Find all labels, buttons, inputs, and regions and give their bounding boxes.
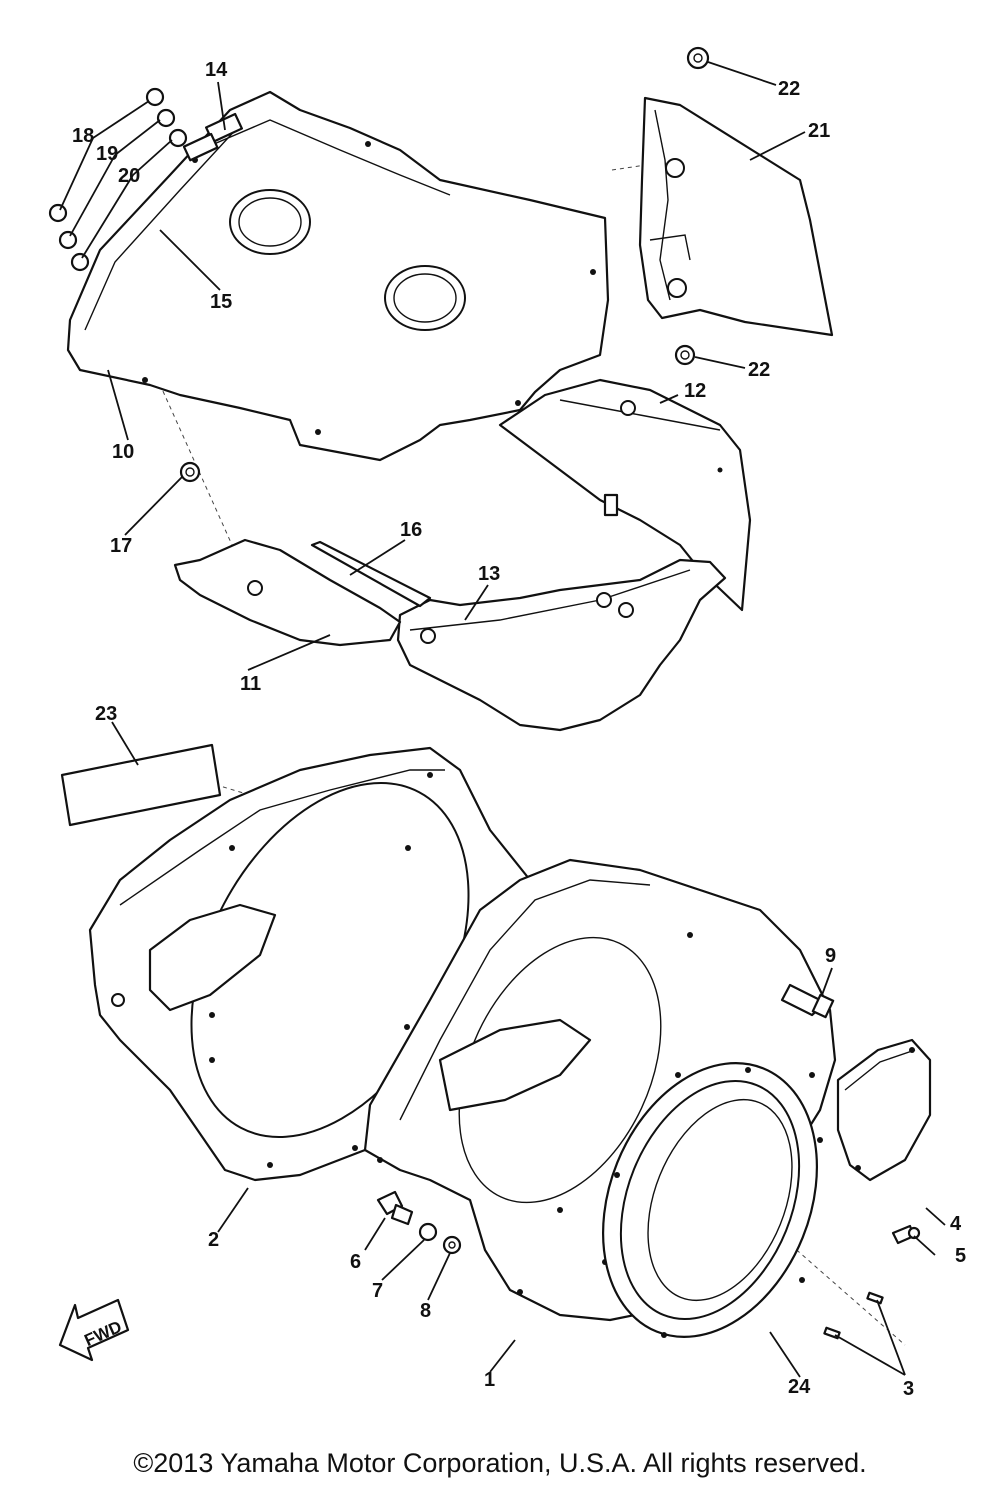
callout-21: 21 — [808, 120, 830, 142]
nut-22-bottom — [674, 344, 696, 366]
lower-seal-strip — [173, 538, 402, 647]
callout-1: 1 — [484, 1369, 495, 1391]
upper-shroud-cover — [66, 90, 610, 462]
washer-19 — [58, 108, 176, 250]
callout-labels: 1 2 3 4 5 6 7 8 9 10 11 12 13 14 15 16 1… — [72, 59, 966, 1400]
thin-seal-strip — [310, 540, 432, 608]
screw-5 — [891, 1224, 921, 1245]
callout-2: 2 — [208, 1229, 219, 1251]
callout-9: 9 — [825, 945, 836, 967]
grommet-17 — [179, 461, 201, 483]
callout-11: 11 — [240, 673, 261, 695]
lower-bracket — [396, 558, 727, 732]
callout-13: 13 — [478, 563, 500, 585]
callout-10: 10 — [112, 441, 134, 463]
callout-6: 6 — [350, 1251, 361, 1273]
callout-12: 12 — [684, 380, 706, 402]
callout-4: 4 — [950, 1213, 962, 1235]
nut-18 — [48, 87, 165, 223]
callout-20: 20 — [118, 165, 140, 187]
callout-22-top: 22 — [778, 78, 800, 100]
callout-15: 15 — [210, 291, 232, 313]
callout-17: 17 — [110, 535, 132, 557]
callout-3: 3 — [903, 1378, 914, 1400]
callout-5: 5 — [955, 1245, 966, 1267]
copyright-notice: ©2013 Yamaha Motor Corporation, U.S.A. A… — [133, 1448, 867, 1478]
nameplate — [60, 743, 222, 827]
callout-23: 23 — [95, 703, 117, 725]
callout-19: 19 — [96, 143, 118, 165]
callout-7: 7 — [372, 1280, 383, 1302]
bolt-6 — [376, 1190, 414, 1226]
small-cover-plate — [836, 1038, 932, 1182]
forward-arrow: FWD — [58, 1298, 130, 1362]
callout-8: 8 — [420, 1300, 431, 1322]
callout-18: 18 — [72, 125, 94, 147]
deflector-plate — [638, 96, 834, 337]
leader-lines — [59, 61, 946, 1378]
bolt-9 — [780, 983, 835, 1019]
callout-16: 16 — [400, 519, 422, 541]
nut-8 — [442, 1235, 462, 1255]
fan-housing — [363, 858, 837, 1338]
callout-22-bottom: 22 — [748, 359, 770, 381]
callout-14: 14 — [205, 59, 228, 81]
callout-24: 24 — [788, 1376, 811, 1398]
nut-22-top — [686, 46, 710, 70]
washer-7 — [418, 1222, 438, 1242]
washer-20 — [70, 128, 188, 272]
